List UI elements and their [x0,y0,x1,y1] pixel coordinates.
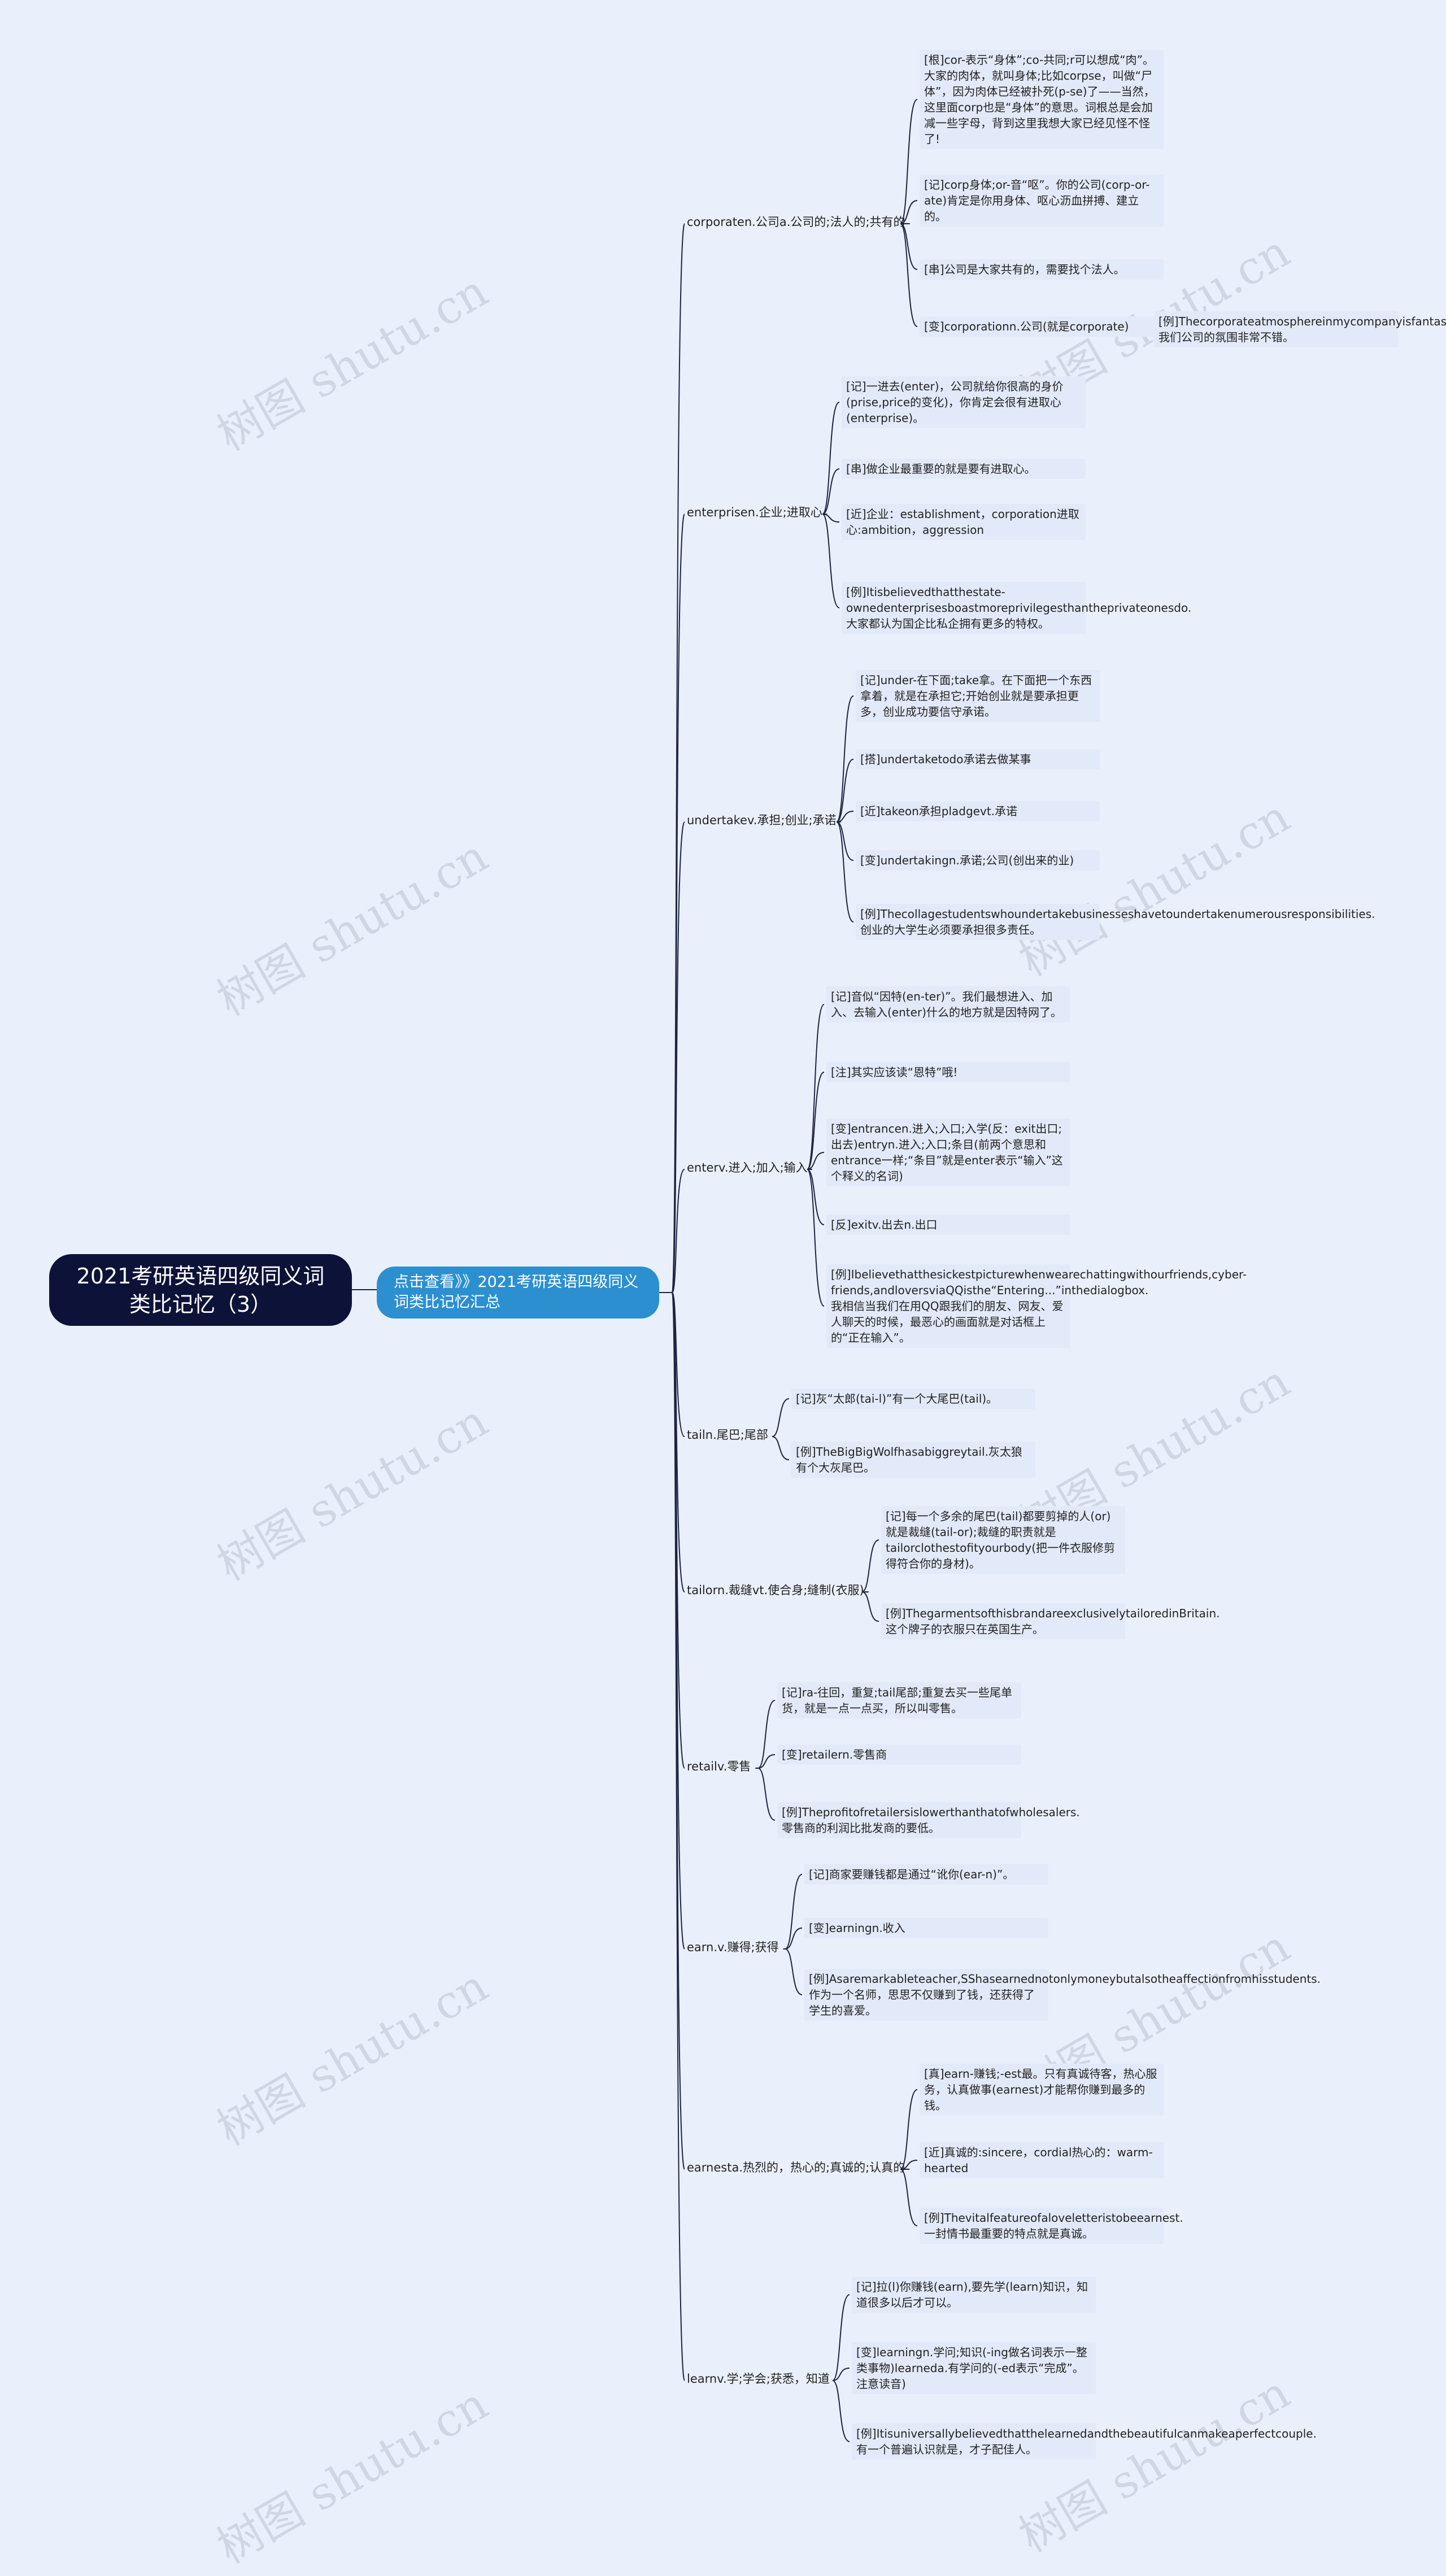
branch-label[interactable]: earnesta.热烈的，热心的;真诚的;认真的 [687,2161,905,2174]
branch-label[interactable]: retailv.零售 [687,1760,751,1773]
leaf-note[interactable]: [例]Thecollagestudentswhoundertakebusines… [856,904,1375,940]
leaf-example-note[interactable]: [例]Thecorporateatmosphereinmycompanyisfa… [1154,311,1446,347]
connector-line [832,2380,850,2442]
leaf-note[interactable]: [变]undertakingn.承诺;公司(创出来的业) [856,850,1100,871]
leaf-note[interactable]: [反]exitv.出去n.出口 [826,1215,1070,1235]
connector-line [861,1539,879,1592]
connector-line [755,1768,776,1821]
branch-label[interactable]: learnv.学;学会;获悉，知道 [687,2372,830,2386]
leaf-note[interactable]: [记]一进去(enter)，公司就给你很高的身价(prise,price的变化)… [842,376,1086,428]
connector-line [836,821,854,923]
leaf-note[interactable]: [近]真诚的:sincere，cordial热心的：warm-hearted [920,2142,1164,2178]
root-topic[interactable]: 2021考研英语四级同义词类比记忆（3） [49,1254,352,1326]
connector-line [783,1874,803,1950]
leaf-note[interactable]: [串]公司是大家共有的，需要找个法人。 [920,259,1164,280]
branch-label[interactable]: enterprisen.企业;进取心 [687,506,822,519]
connector-line [772,1436,790,1460]
connector-line [783,1948,803,1995]
leaf-note[interactable]: [记]under-在下面;take拿。在下面把一个东西拿着，就是在承担它;开始创… [856,670,1100,722]
connector-line [672,1292,685,2170]
leaf-note[interactable]: [变]earningn.收入 [804,1918,1048,1938]
connector-line [900,2169,918,2226]
branch-label[interactable]: tailorn.裁缝vt.使合身;缝制(衣服) [687,1583,864,1597]
connector-line [861,1591,879,1622]
connector-line [836,821,854,861]
branch-label[interactable]: enterv.进入;加入;输入 [687,1161,808,1174]
root-title: 2021考研英语四级同义词类比记忆（3） [76,1263,325,1317]
leaf-note[interactable]: [记]音似“因特(en-ter)”。我们最想进入、加入、去输入(enter)什么… [826,986,1070,1022]
leaf-note[interactable]: [例]Thevitalfeatureofaloveletteristobeear… [920,2208,1183,2244]
connector-line [822,402,840,515]
summary-link-node[interactable]: 点击查看》》2021考研英语四级同义词类比记忆汇总 [377,1267,659,1319]
connector-line [900,2089,918,2170]
branch-label[interactable]: undertakev.承担;创业;承诺 [687,813,837,827]
branch-label[interactable]: earn.v.赚得;获得 [687,1940,779,1954]
leaf-note[interactable]: [记]ra-往回，重复;tail尾部;重复去买一些尾单货，就是一点一点买，所以叫… [777,1682,1021,1718]
leaf-note[interactable]: [例]Asaremarkableteacher,SShasearnednoton… [804,1969,1321,2021]
connector-line [832,2294,850,2381]
leaf-note[interactable]: [变]retailern.零售商 [777,1744,1021,1765]
connector-line [900,99,918,224]
connector-line [672,1292,685,2381]
connector-line [807,1004,825,1170]
leaf-note[interactable]: [注]其实应该读“恩特”哦! [826,1062,1070,1082]
leaf-note[interactable]: [例]TheBigBigWolfhasabiggreytail.灰太狼有个大灰尾… [791,1442,1035,1478]
leaf-note[interactable]: [例]Thegarmentsofthisbrandareexclusivelyt… [881,1603,1219,1639]
leaf-note[interactable]: [记]每一个多余的尾巴(tail)都要剪掉的人(or)就是裁缝(tail-or)… [881,1506,1125,1574]
branch-label[interactable]: tailn.尾巴;尾部 [687,1428,768,1442]
leaf-note[interactable]: [记]商家要赚钱都是通过“讹你(ear-n)”。 [804,1864,1048,1885]
connector-line [822,468,840,515]
leaf-note[interactable]: [串]做企业最重要的就是要有进取心。 [842,459,1086,479]
leaf-note[interactable]: [例]Itisbelievedthatthestate-ownedenterpr… [842,582,1191,634]
leaf-note[interactable]: [例]Theprofitofretailersislowerthanthatof… [777,1802,1080,1838]
connector-line [836,695,854,823]
leaf-note[interactable]: [记]灰“太郎(tai-l)”有一个大尾巴(tail)。 [791,1389,1035,1409]
connector-line [755,1700,776,1769]
connector-line [783,1927,803,1950]
connector-line [900,223,918,327]
connector-line [755,1754,776,1769]
leaf-note[interactable]: [例]Itisuniversallybelievedthatthelearned… [852,2423,1317,2460]
leaf-note[interactable]: [近]企业：establishment，corporation进取心:ambit… [842,504,1086,540]
connector-line [672,1292,685,1437]
connector-line [672,821,685,1293]
connector-line [836,759,854,823]
leaf-note[interactable]: [变]corporationn.公司(就是corporate) [920,316,1164,337]
leaf-note[interactable]: [记]拉(l)你赚钱(earn),要先学(learn)知识，知道很多以后才可以。 [852,2277,1096,2313]
connector-line [900,223,918,270]
connector-line [807,1169,825,1307]
leaf-note[interactable]: [例]Ibelievethatthesickestpicturewhenwear… [826,1264,1247,1348]
connector-line [822,514,840,608]
leaf-note[interactable]: [真]earn-赚钱;-est最。只有真诚待客，热心服务，认真做事(earnes… [920,2064,1164,2116]
connector-line [772,1398,790,1437]
leaf-note[interactable]: [搭]undertaketodo承诺去做某事 [856,749,1100,769]
connector-line [807,1169,825,1225]
connector-line [807,1072,825,1170]
leaf-note[interactable]: [变]learningn.学问;知识(-ing做名词表示一整类事物)learne… [852,2342,1096,2394]
connector-line [672,514,685,1293]
leaf-note[interactable]: [记]corp身体;or-音“呕”。你的公司(corp-or-ate)肯定是你用… [920,175,1164,227]
branch-label[interactable]: corporaten.公司a.公司的;法人的;共有的 [687,215,905,229]
leaf-note[interactable]: [根]cor-表示“身体”;co-共同;r可以想成“肉”。大家的肉体，就叫身体;… [920,50,1164,149]
summary-link-label: 点击查看》》2021考研英语四级同义词类比记忆汇总 [394,1273,639,1311]
connector-line [672,223,685,1293]
connector-line [672,1169,685,1293]
leaf-note[interactable]: [近]takeon承担pladgevt.承诺 [856,801,1100,821]
leaf-note[interactable]: [变]entrancen.进入;入口;入学(反：exit出口;出去)entryn… [826,1119,1070,1186]
